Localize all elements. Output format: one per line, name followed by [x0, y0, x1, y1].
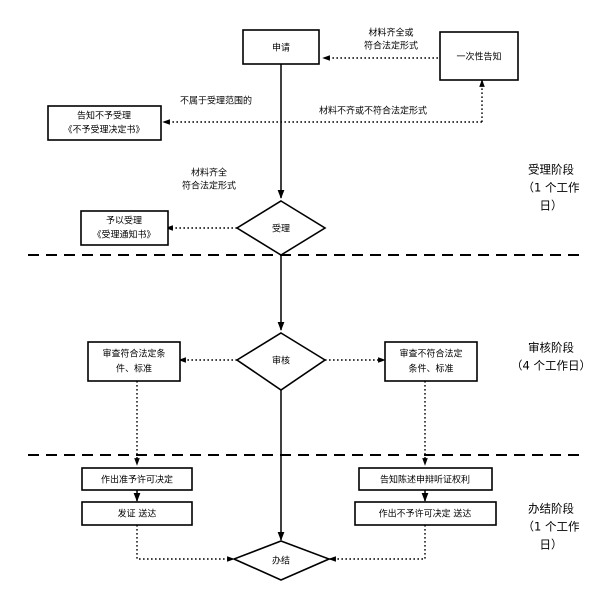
acceptance-notice-label-line1: 予以受理: [106, 215, 142, 227]
approve-decision-box[interactable]: [81, 467, 193, 491]
completion-label: 办结: [272, 555, 290, 567]
node-review-decision[interactable]: 审核: [235, 332, 327, 391]
rejection-notice-box[interactable]: [47, 105, 162, 141]
review-pass-label-line1: 审查符合法定条: [102, 348, 165, 360]
stage-acceptance-line3: 日）: [540, 199, 563, 213]
notify-rights-label: 告知陈述申辩听证权利: [380, 474, 470, 486]
edge-deny-to-completion: [328, 525, 426, 562]
stage-review-line1: 审核阶段: [528, 341, 574, 355]
edge-label-materials-complete-line2: 符合法定形式: [182, 180, 236, 192]
acceptance-notice-label-line2: 《受理通知书》: [92, 229, 155, 241]
deny-decision-box[interactable]: [354, 501, 497, 526]
node-review-pass[interactable]: 审查符合法定条 件、标准: [87, 341, 181, 382]
stage-completion-line3: 日）: [540, 538, 563, 552]
node-completion[interactable]: 办结: [231, 540, 332, 581]
approve-decision-label: 作出准予许可决定: [101, 474, 173, 486]
edge-label-not-in-scope: 不属于受理范围的: [180, 95, 252, 107]
review-pass-box[interactable]: [87, 341, 181, 382]
review-decision-label: 审核: [272, 355, 290, 367]
stage-label-review: 审核阶段 （4 个工作日）: [511, 341, 591, 373]
node-notify-rights[interactable]: 告知陈述申辩听证权利: [358, 467, 493, 491]
stage-label-acceptance: 受理阶段 （1 个工作 日）: [523, 163, 580, 213]
edge-issue-to-completion: [136, 525, 235, 562]
node-rejection-notice[interactable]: 告知不予受理 《不予受理决定书》: [47, 105, 162, 141]
review-fail-box[interactable]: [384, 341, 478, 382]
one-time-notice-box[interactable]: [439, 31, 519, 81]
acceptance-decision-label: 受理: [272, 223, 290, 235]
review-pass-label-line2: 件、标准: [116, 363, 152, 375]
acceptance-notice-box[interactable]: [80, 210, 169, 246]
node-apply[interactable]: 申请: [242, 29, 320, 65]
issue-deliver-label: 发证 送达: [118, 508, 157, 520]
apply-label: 申请: [272, 42, 290, 54]
edge-label-materials-ok-line1: 材料齐全或: [368, 27, 413, 39]
deny-decision-label: 作出不予许可决定 送达: [379, 508, 472, 520]
stage-acceptance-line2: （1 个工作: [523, 181, 580, 195]
edge-label-materials-incomplete: 材料不齐或不符合法定形式: [319, 105, 427, 117]
issue-deliver-box[interactable]: [81, 501, 193, 526]
review-fail-label-line1: 审查不符合法定: [399, 348, 462, 360]
node-review-fail[interactable]: 审查不符合法定 条件、标准: [384, 341, 478, 382]
apply-box[interactable]: [242, 29, 320, 65]
one-time-notice-label: 一次性告知: [456, 51, 501, 63]
node-issue-deliver[interactable]: 发证 送达: [81, 501, 193, 526]
stage-completion-line1: 办结阶段: [528, 502, 574, 516]
node-deny-decision[interactable]: 作出不予许可决定 送达: [354, 501, 497, 526]
notify-rights-box[interactable]: [358, 467, 493, 491]
node-acceptance-decision[interactable]: 受理: [235, 200, 327, 256]
review-decision-diamond[interactable]: [235, 332, 327, 391]
stage-completion-line2: （1 个工作: [523, 520, 580, 534]
node-acceptance-notice[interactable]: 予以受理 《受理通知书》: [80, 210, 169, 246]
rejection-notice-label-line2: 《不予受理决定书》: [63, 124, 144, 136]
rejection-notice-label-line1: 告知不予受理: [77, 110, 131, 122]
node-approve-decision[interactable]: 作出准予许可决定: [81, 467, 193, 491]
edge-label-materials-ok-line2: 符合法定形式: [364, 40, 418, 52]
edge-label-materials-complete-line1: 材料齐全: [191, 167, 227, 179]
stage-review-line2: （4 个工作日）: [511, 359, 591, 373]
review-fail-label-line2: 条件、标准: [408, 363, 453, 375]
node-one-time-notice[interactable]: 一次性告知: [439, 31, 519, 81]
completion-diamond[interactable]: [231, 540, 332, 581]
stage-acceptance-line1: 受理阶段: [528, 163, 574, 177]
stage-label-completion: 办结阶段 （1 个工作 日）: [523, 502, 580, 552]
acceptance-decision-diamond[interactable]: [235, 200, 327, 256]
